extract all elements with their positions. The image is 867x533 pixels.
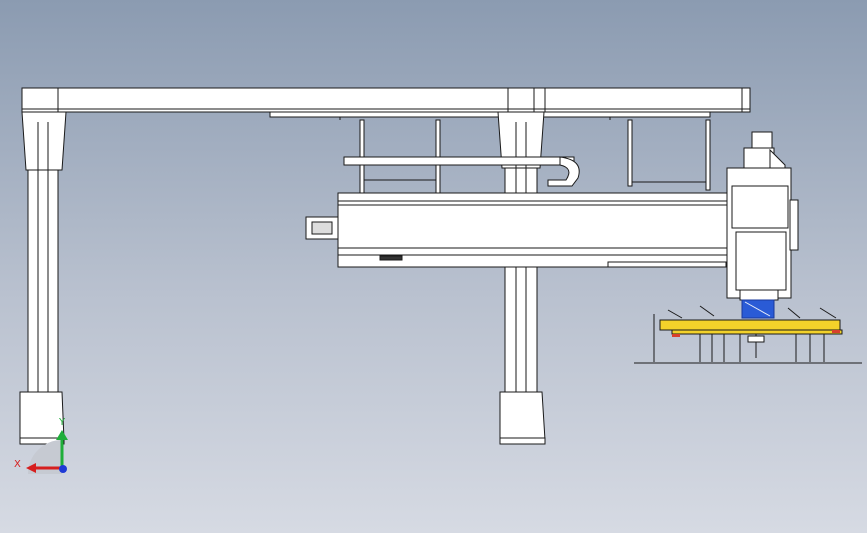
y-axis-label: Y xyxy=(58,417,66,428)
z-axis-carriage xyxy=(726,131,799,301)
gripper xyxy=(741,299,775,319)
fixture-table xyxy=(634,305,862,364)
axis-triad: X Y xyxy=(14,417,68,474)
left-column xyxy=(19,111,67,445)
x-axis-label: X xyxy=(14,459,21,470)
top-beam xyxy=(21,87,751,120)
linear-rail xyxy=(305,192,731,268)
support-frame xyxy=(343,119,711,195)
